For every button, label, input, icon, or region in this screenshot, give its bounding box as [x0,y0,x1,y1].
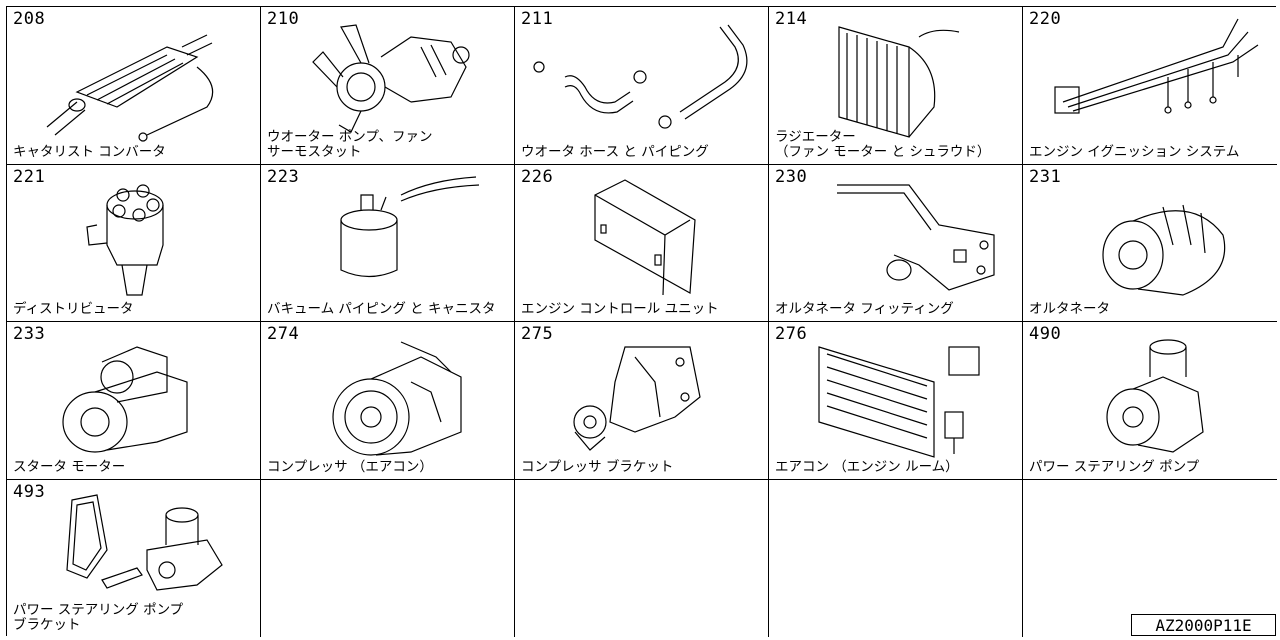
starter-motor-illustration [7,322,260,479]
part-label: パワー ステアリング ポンプ [1029,458,1200,475]
ac-engine-room-illustration [769,322,1022,479]
part-label: オルタネータ フィッティング [775,301,954,317]
water-pump-fan-illustration [261,7,514,164]
part-label: エンジン イグニッション システム [1029,143,1240,160]
empty-cell [261,479,515,637]
power-steering-pump-illustration [1023,322,1277,479]
part-cell-231[interactable]: 231 オルタネータ [1023,164,1277,322]
part-cell-214[interactable]: 214 ラジエーター （ファン モーター と シュラウド） [769,7,1023,165]
part-code: 276 [775,324,808,344]
part-label: バキューム パイピング と キャニスタ [267,301,496,317]
part-cell-210[interactable]: 210 ウオーター ポンプ、ファン サーモスタット [261,7,515,165]
part-cell-490[interactable]: 490 パワー ステアリング ポンプ [1023,322,1277,480]
part-label: オルタネータ [1029,301,1110,317]
part-cell-230[interactable]: 230 オルタネータ フィッティング [769,164,1023,322]
power-steering-bracket-illustration [7,480,260,637]
part-label: コンプレッサ （エアコン） [267,458,433,475]
ac-compressor-illustration [261,322,514,479]
empty-cell [515,479,769,637]
part-code: 211 [521,9,554,29]
part-cell-211[interactable]: 211 ウオータ ホース と パイピング [515,7,769,165]
part-code: 226 [521,166,554,187]
vacuum-canister-illustration [261,165,514,322]
alternator-illustration [1023,165,1277,322]
part-cell-220[interactable]: 220 エンジン イグニッション システム [1023,7,1277,165]
parts-catalog-grid: 208 キャタリスト コンバータ 210 ウオーター ポンプ、ファン サーモスタ… [6,6,1277,637]
part-cell-493[interactable]: 493 パワー ステアリング ポンプ ブラケット [7,479,261,637]
radiator-illustration [769,7,1022,164]
part-code: 208 [13,9,46,29]
part-code: 490 [1029,324,1062,344]
part-code: 274 [267,324,300,344]
part-cell-275[interactable]: 275 コンプレッサ ブラケット [515,322,769,480]
part-cell-223[interactable]: 223 バキューム パイピング と キャニスタ [261,164,515,322]
part-label: パワー ステアリング ポンプ ブラケット [13,602,184,633]
part-code: 231 [1029,166,1062,187]
part-cell-226[interactable]: 226 エンジン コントロール ユニット [515,164,769,322]
part-label: ディストリビュータ [13,301,134,317]
part-label: コンプレッサ ブラケット [521,458,674,475]
part-code: 275 [521,324,554,344]
part-code: 221 [13,166,46,187]
water-hose-illustration [515,7,768,164]
catalytic-converter-illustration [7,7,260,164]
part-code: 214 [775,9,808,29]
part-cell-221[interactable]: 221 ディストリビュータ [7,164,261,322]
part-code: 220 [1029,9,1062,29]
alternator-bracket-illustration [769,165,1022,322]
ignition-wires-illustration [1023,7,1277,164]
part-cell-274[interactable]: 274 コンプレッサ （エアコン） [261,322,515,480]
part-cell-276[interactable]: 276 エアコン （エンジン ルーム） [769,322,1023,480]
reference-code: AZ2000P11E [1131,614,1276,636]
part-label: エンジン コントロール ユニット [521,301,719,317]
distributor-illustration [7,165,260,322]
part-code: 223 [267,166,300,187]
part-label: ウオーター ポンプ、ファン サーモスタット [267,128,433,160]
part-label: エアコン （エンジン ルーム） [775,458,959,475]
compressor-bracket-illustration [515,322,768,479]
part-code: 233 [13,324,46,344]
part-cell-233[interactable]: 233 スタータ モーター [7,322,261,480]
part-code: 230 [775,166,808,187]
engine-control-unit-illustration [515,165,768,322]
part-cell-208[interactable]: 208 キャタリスト コンバータ [7,7,261,165]
part-code: 493 [13,481,46,502]
empty-cell [769,479,1023,637]
part-label: キャタリスト コンバータ [13,143,166,160]
part-code: 210 [267,9,300,29]
part-label: ラジエーター （ファン モーター と シュラウド） [775,128,991,160]
part-label: スタータ モーター [13,458,126,475]
empty-cell [1023,479,1277,637]
part-label: ウオータ ホース と パイピング [521,143,709,160]
